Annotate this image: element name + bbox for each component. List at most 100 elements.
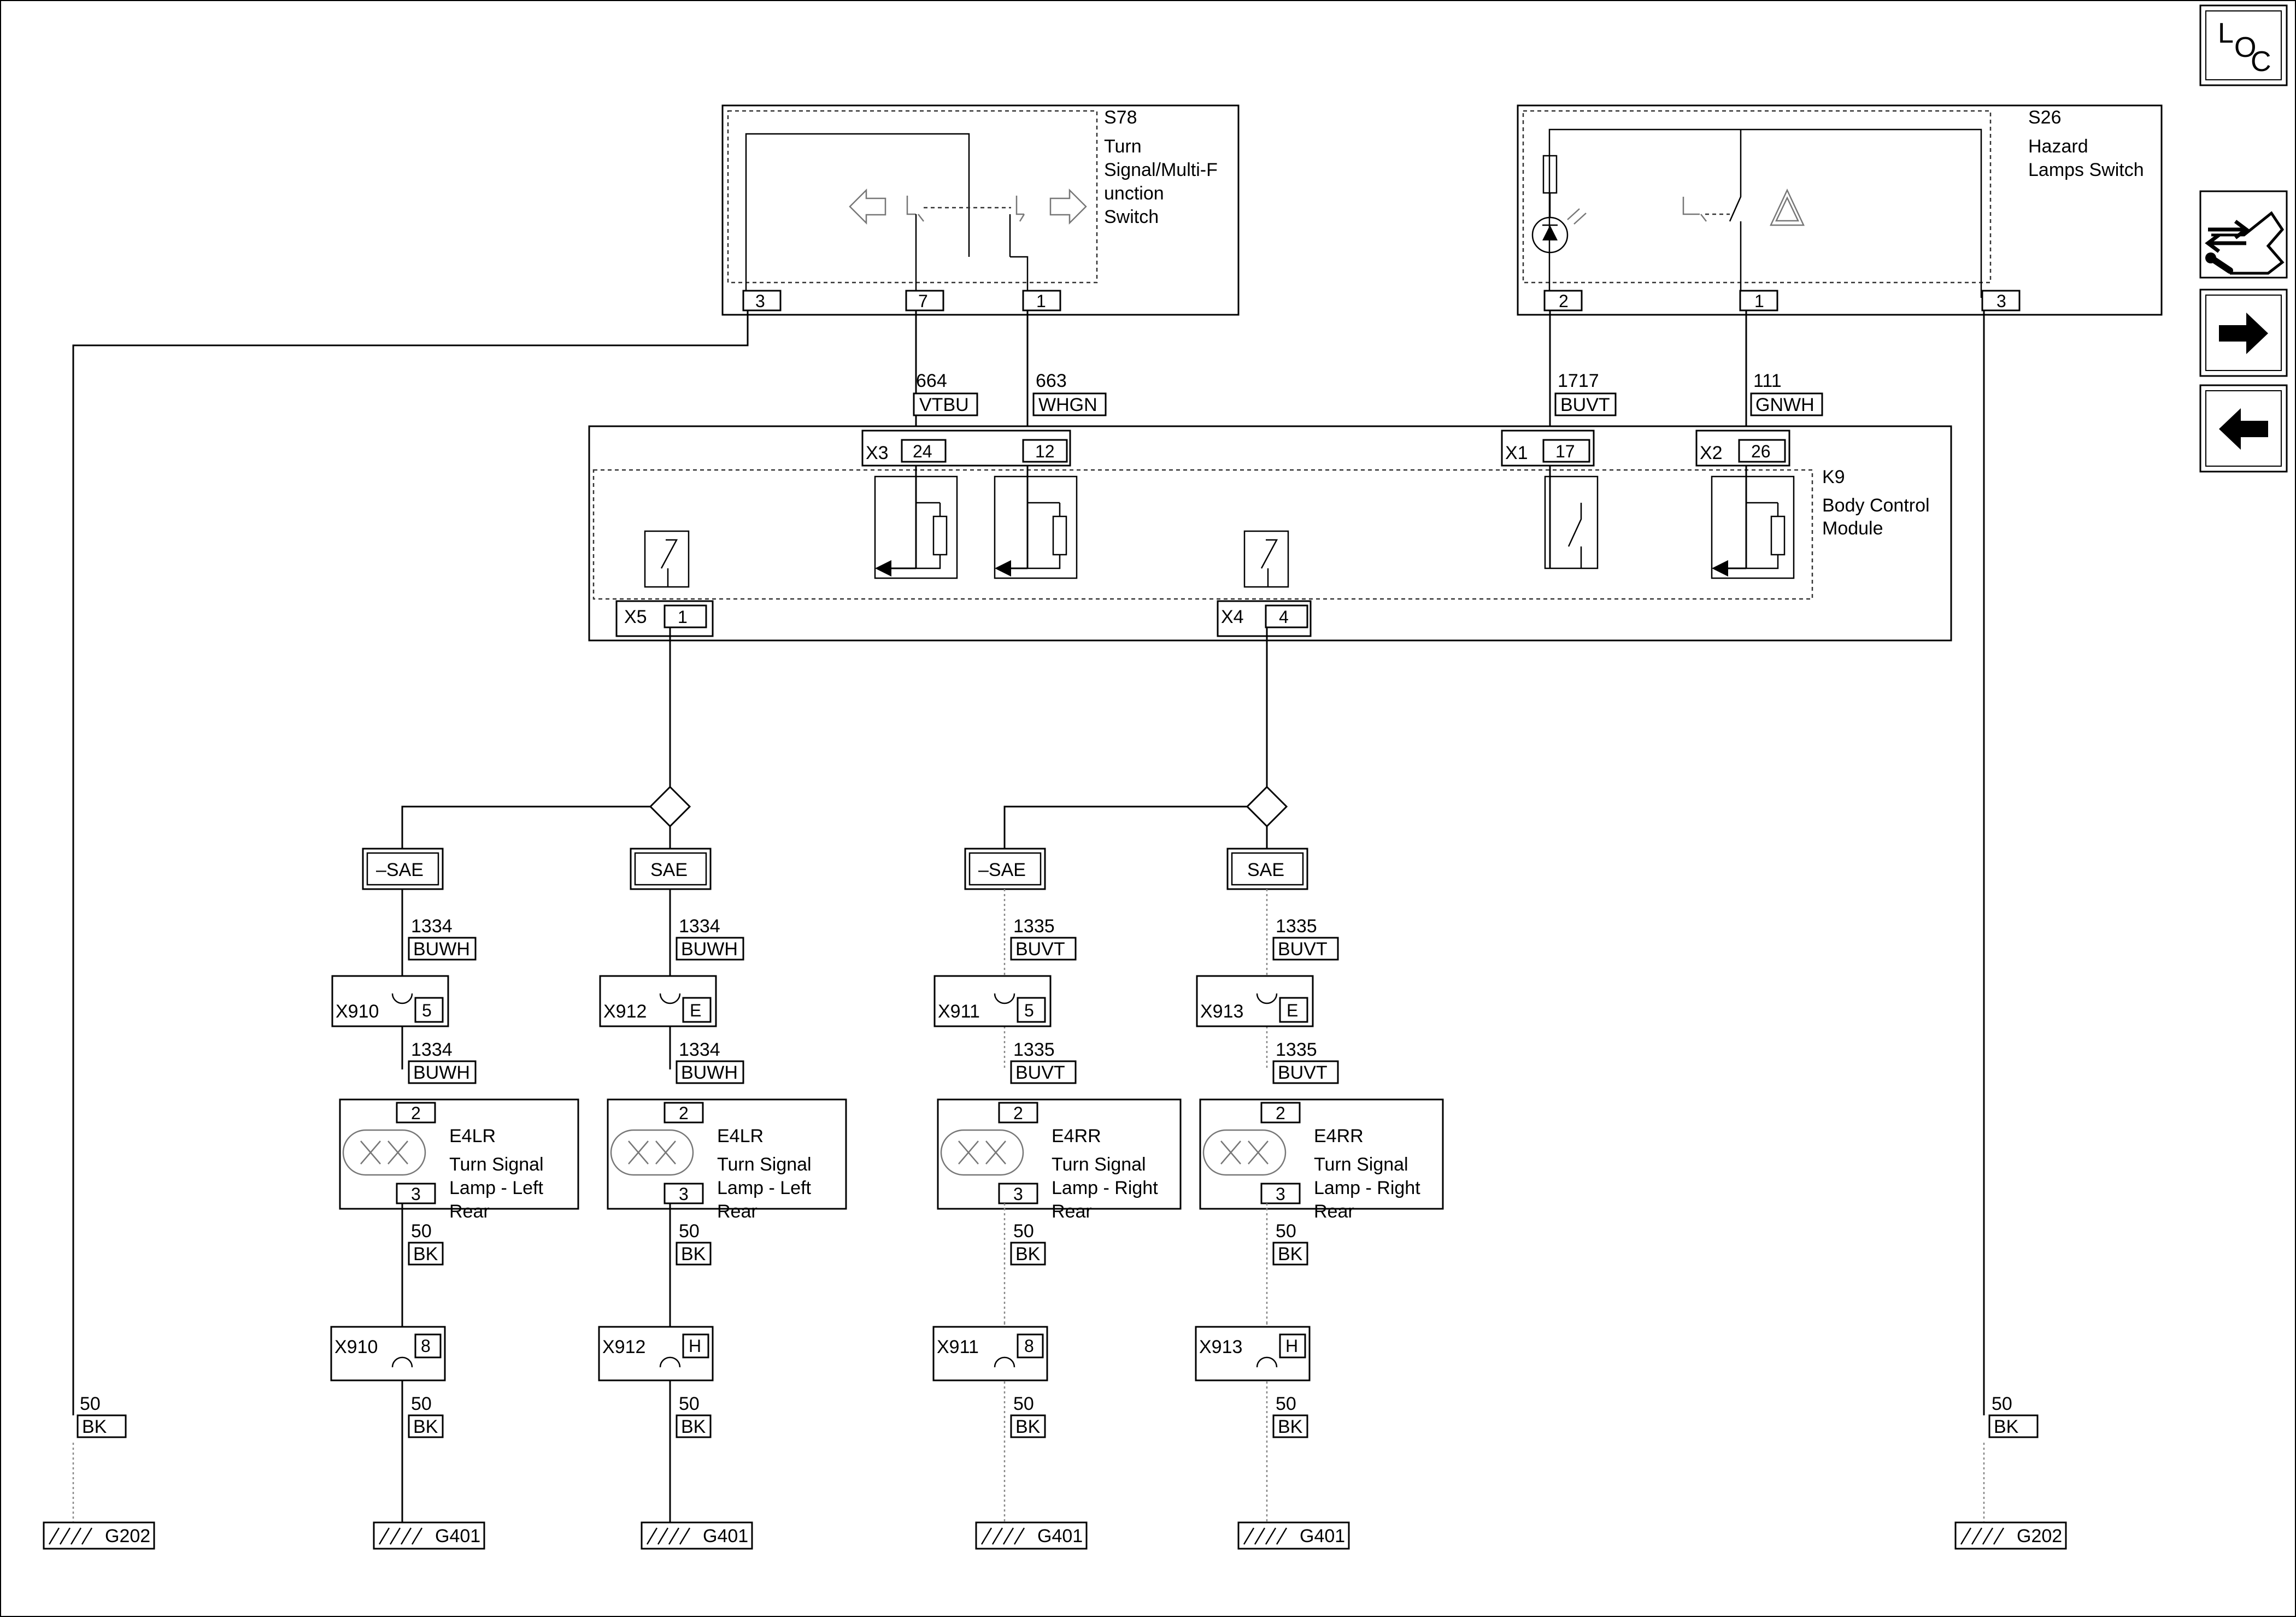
k9-conn-x5: X5 <box>624 607 647 627</box>
k9-pin-17: 17 <box>1555 442 1575 461</box>
branch-0-wire4-color: BK <box>413 1416 438 1437</box>
branch-0-wire1-color: BUWH <box>413 939 470 960</box>
s78-name-line-3: unction <box>1104 183 1164 204</box>
next-page-button[interactable] <box>2199 289 2288 377</box>
branch-0-ground-icon <box>373 1521 485 1550</box>
k9-ref: K9 <box>1822 467 1845 487</box>
k9-conn-x4: X4 <box>1221 607 1244 627</box>
turn-right-arrow-icon <box>1049 188 1087 225</box>
previous-page-button[interactable] <box>2199 384 2288 473</box>
side-ground-1-circuit: 50 <box>1992 1393 2012 1414</box>
s26-name-line-2: Lamps Switch <box>2028 160 2144 180</box>
branch-3-wire1-color: BUVT <box>1278 939 1328 960</box>
branch-2-inline2-conn: X911 <box>937 1337 979 1357</box>
k9-pin-12: 12 <box>1035 442 1055 461</box>
branch-2-inline2-pin: 8 <box>1024 1336 1034 1356</box>
k9-pin-26: 26 <box>1751 442 1771 461</box>
branch-2-lamp-pin-top: 2 <box>1013 1103 1023 1123</box>
branch-1-inline1-conn: X912 <box>603 1001 647 1022</box>
branch-0-wire3-circuit: 50 <box>411 1221 432 1242</box>
branch-2-wire3-color: BK <box>1015 1244 1041 1265</box>
branch-2-wire2-color: BUVT <box>1015 1062 1065 1083</box>
branch-1-wire3-circuit: 50 <box>679 1221 700 1242</box>
branch-left-rear-sae: SAE 1334 BUWH X912 E 1334 BUWH 2 3 E4LR … <box>598 848 847 1550</box>
k9-conn-x1: X1 <box>1505 443 1528 463</box>
branch-3-wire1-circuit: 1335 <box>1276 916 1317 937</box>
branch-3-inline1-pin: E <box>1287 1001 1298 1020</box>
branch-3-inline2-conn: X913 <box>1199 1337 1242 1357</box>
branch-1-inline2-conn: X912 <box>602 1337 645 1357</box>
ground-g202-left: 50 BK G202 <box>43 1393 155 1550</box>
wire-111-label: 111 GNWH <box>1750 371 1823 416</box>
branch-0-lamp-name-2: Lamp - Left <box>449 1178 544 1198</box>
branch-3-option: SAE <box>1247 860 1284 880</box>
s78-turn-signal-switch: S78 Turn Signal/Multi-F unction Switch 3… <box>721 104 1240 316</box>
k9-pin-4: 4 <box>1279 607 1289 627</box>
loc-letter-l: L <box>2218 17 2234 49</box>
s78-name-line-1: Turn <box>1104 136 1142 157</box>
s26-name-line-1: Hazard <box>2028 136 2088 157</box>
branch-2-inline1-conn: X911 <box>938 1001 980 1022</box>
side-ground-0-label: G202 <box>105 1526 150 1547</box>
k9-name-line-2: Module <box>1822 518 1883 539</box>
k9-name-line-1: Body Control <box>1822 495 1930 516</box>
branch-1-lamp-pin-bottom: 3 <box>679 1184 689 1204</box>
branch-1-wire1-color: BUWH <box>681 939 738 960</box>
branch-2-lamp-name-3: Rear <box>1052 1201 1092 1222</box>
side-ground-1-color: BK <box>1994 1416 2019 1437</box>
splice-right <box>1003 627 1288 852</box>
branch-0-wire2-circuit: 1334 <box>411 1039 453 1060</box>
arrow-right-icon <box>2219 313 2268 354</box>
branch-0-ground: G401 <box>435 1526 480 1547</box>
branch-2-lamp-pin-bottom: 3 <box>1013 1184 1023 1204</box>
branch-0-wire2-color: BUWH <box>413 1062 470 1083</box>
branch-0-lamp-ref: E4LR <box>449 1126 496 1146</box>
branch-1-inline1-pin: E <box>690 1001 701 1020</box>
branch-1-lamp-bulb-icon <box>610 1129 694 1176</box>
branch-3-lamp-bulb-icon <box>1202 1129 1287 1176</box>
branch-2-wire4-circuit: 50 <box>1013 1393 1034 1414</box>
branch-2-option: –SAE <box>978 860 1026 880</box>
branch-right-rear-nonsae: –SAE 1335 BUVT X911 5 1335 BUVT 2 3 E4RR… <box>932 848 1182 1550</box>
component-connector-icon <box>2205 211 2285 275</box>
side-ground-1-label: G202 <box>2017 1526 2062 1547</box>
branch-0-wire4-circuit: 50 <box>411 1393 432 1414</box>
branch-1-lamp-name-1: Turn Signal <box>717 1154 812 1175</box>
s26-pin-2: 2 <box>1559 291 1569 311</box>
branch-3-ground-icon <box>1237 1521 1350 1550</box>
branch-1-ground: G401 <box>703 1526 748 1547</box>
splice-left <box>401 627 691 852</box>
branch-1-wire4-color: BK <box>681 1416 706 1437</box>
k9-pin-1: 1 <box>678 607 688 627</box>
branch-3-wire2-circuit: 1335 <box>1276 1039 1317 1060</box>
arrow-left-icon <box>2219 408 2268 450</box>
branch-3-wire2-color: BUVT <box>1278 1062 1328 1083</box>
branch-3-lamp-pin-top: 2 <box>1276 1103 1285 1123</box>
indicator-led-icon <box>1531 216 1569 254</box>
branch-2-wire4-color: BK <box>1015 1416 1041 1437</box>
loc-button[interactable]: L O C <box>2199 4 2288 86</box>
wire-1717-color: BUVT <box>1560 395 1610 415</box>
branch-0-option: –SAE <box>376 860 424 880</box>
side-ground-0-circuit: 50 <box>80 1393 101 1414</box>
wire-1717-label: 1717 BUVT <box>1554 371 1617 416</box>
branch-1-lamp-name-3: Rear <box>717 1201 757 1222</box>
wire-1717-circuit: 1717 <box>1558 371 1599 391</box>
branch-3-lamp-pin-bottom: 3 <box>1276 1184 1285 1204</box>
branch-1-option: SAE <box>650 860 688 880</box>
component-view-button[interactable] <box>2199 190 2288 279</box>
branch-3-inline2-pin: H <box>1285 1336 1298 1356</box>
s26-ref: S26 <box>2028 107 2062 128</box>
loc-letter-o: O <box>2234 32 2256 63</box>
wire-111-color: GNWH <box>1755 395 1815 415</box>
branch-3-wire3-color: BK <box>1278 1244 1303 1265</box>
branch-2-wire1-circuit: 1335 <box>1013 916 1055 937</box>
branch-0-wire3-color: BK <box>413 1244 438 1265</box>
s26-pin-3: 3 <box>1996 291 2006 311</box>
turn-left-arrow-icon <box>849 188 886 225</box>
wire-663-color: WHGN <box>1038 395 1097 415</box>
side-ground-1-icon <box>1954 1521 2067 1550</box>
branch-2-wire3-circuit: 50 <box>1013 1221 1034 1242</box>
branch-1-lamp-name-2: Lamp - Left <box>717 1178 812 1198</box>
